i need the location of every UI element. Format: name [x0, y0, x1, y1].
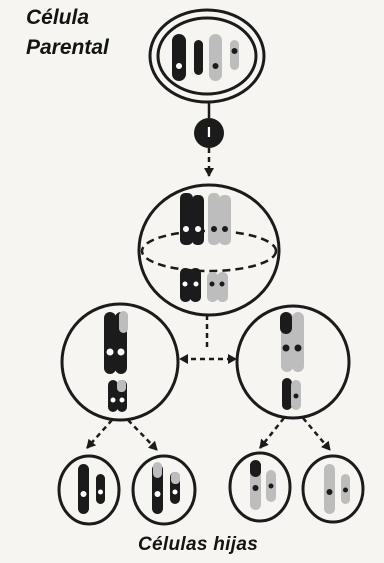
upper-chromosome-group	[180, 193, 231, 245]
division-marker	[194, 102, 224, 177]
split-arrows	[179, 315, 237, 364]
parent-cell-label-line2: Parental	[26, 36, 109, 59]
division-marker-label: I	[206, 124, 212, 141]
daughter-cell-2	[131, 454, 197, 526]
daughter-cell-4	[301, 454, 365, 524]
intermediate-cell-right	[235, 304, 351, 420]
intermediate-cell-left	[60, 302, 180, 422]
dividing-cell	[137, 183, 281, 317]
daughter-cell-1	[57, 454, 121, 526]
daughter-cell-3	[228, 451, 292, 523]
parent-cell	[148, 8, 266, 104]
daughter-cells-label: Células hijas	[138, 534, 259, 555]
parent-chromosomes	[172, 34, 239, 81]
parent-cell-label-line1: Célula	[26, 6, 90, 29]
daughter-arrows	[86, 417, 331, 451]
lower-chromosome-group	[180, 268, 228, 302]
